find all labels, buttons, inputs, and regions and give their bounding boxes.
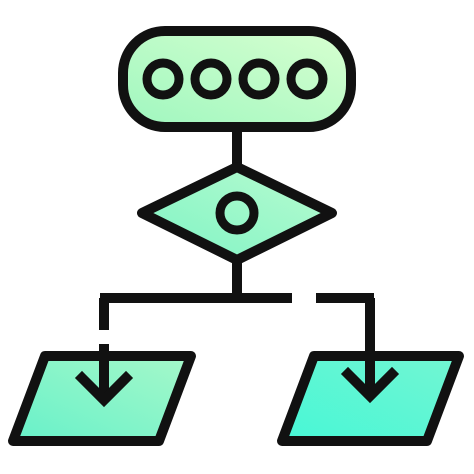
terminal-node xyxy=(118,26,356,132)
terminal-dot-icon xyxy=(238,58,280,100)
output-node-left xyxy=(8,344,196,446)
terminal-pill-shape xyxy=(118,26,356,132)
terminal-dot-icon xyxy=(286,58,328,100)
arrow-down-right-icon xyxy=(340,366,400,404)
decision-circle-icon xyxy=(215,191,259,235)
arrow-down-left-icon xyxy=(74,370,134,408)
output-node-right xyxy=(277,351,464,446)
decision-diamond-shape xyxy=(137,162,337,265)
decision-node xyxy=(137,162,337,265)
terminal-dot-icon xyxy=(142,58,184,100)
terminal-dot-icon xyxy=(190,58,232,100)
